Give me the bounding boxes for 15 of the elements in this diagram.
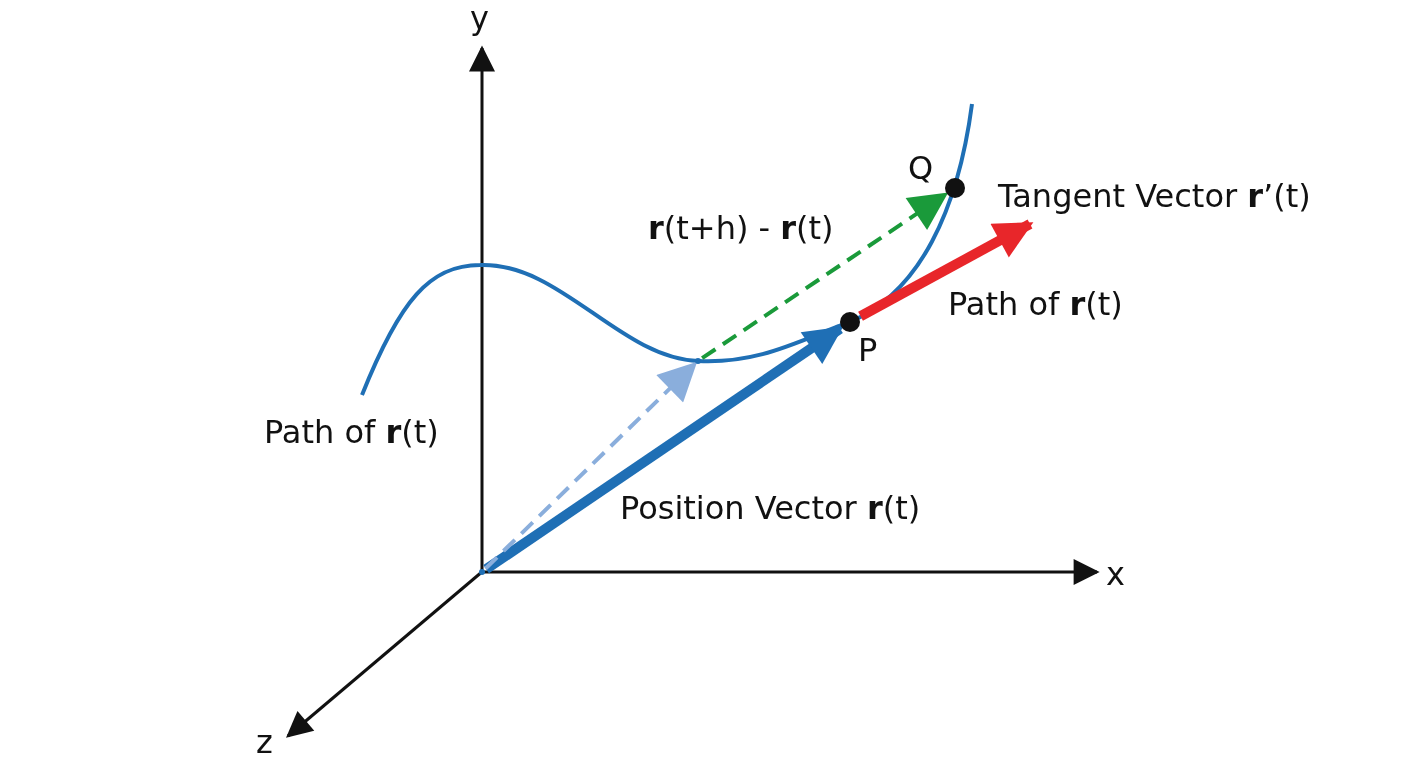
point-label: Q [908, 150, 934, 187]
vector-arrow [858, 219, 1034, 321]
curve-label: Path of r(t) [948, 286, 1123, 323]
vector-arrow [484, 361, 698, 570]
curve-point [695, 358, 701, 364]
curve-point [479, 569, 485, 575]
point-marker [840, 312, 860, 332]
vector-arrow [483, 324, 844, 574]
curve-label: Path of r(t) [264, 414, 439, 451]
axis-label: y [470, 0, 489, 37]
point-label: P [858, 332, 878, 369]
point-marker [945, 178, 965, 198]
axis-label: z [256, 724, 273, 761]
vector-arrow [701, 192, 949, 360]
axis-label: x [1106, 556, 1125, 593]
